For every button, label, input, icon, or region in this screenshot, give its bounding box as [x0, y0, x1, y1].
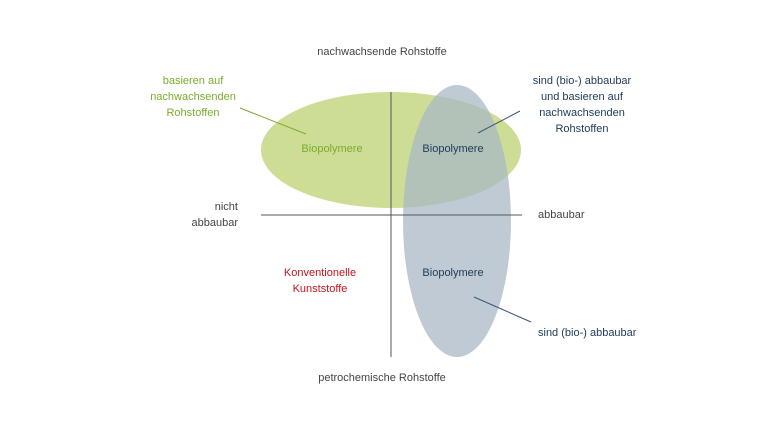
navy-top-callout-line4: Rohstoffen: [555, 123, 609, 135]
axis-label-left-line2: abbaubar: [191, 217, 239, 229]
navy-bottom-callout: sind (bio-) abbaubar: [538, 327, 637, 339]
axis-label-bottom: petrochemische Rohstoffe: [318, 372, 446, 384]
blue-ellipse-label: Biopolymere: [422, 267, 484, 279]
conventional-plastics-label: Konventionelle Kunststoffe: [265, 265, 375, 297]
green-callout: basieren auf nachwachsenden Rohstoffen: [143, 73, 243, 121]
axis-label-left-line1: nicht: [214, 201, 238, 213]
axis-label-right: abbaubar: [538, 209, 585, 221]
axis-label-top: nachwachsende Rohstoffe: [317, 46, 447, 58]
blue-ellipse: [403, 85, 511, 357]
green-ellipse-label: Biopolymere: [301, 143, 363, 155]
overlap-ellipse-label: Biopolymere: [422, 143, 484, 155]
conventional-plastics-line1: Konventionelle: [283, 267, 357, 279]
green-callout-line1: basieren auf: [162, 75, 224, 87]
navy-bottom-callout-line: [473, 296, 532, 323]
navy-top-callout-line1: sind (bio-) abbaubar: [532, 75, 632, 87]
navy-top-callout-line: [477, 110, 521, 134]
navy-top-callout-line2: und basieren auf: [541, 91, 623, 103]
navy-top-callout-line3: nachwachsenden: [539, 107, 625, 119]
conventional-plastics-line2: Kunststoffe: [292, 283, 348, 295]
green-callout-line2: nachwachsenden: [150, 91, 236, 103]
axis-label-left: nicht abbaubar: [170, 199, 239, 231]
navy-top-callout: sind (bio-) abbaubar und basieren auf na…: [522, 73, 642, 137]
green-callout-line: [239, 107, 307, 135]
green-callout-line3: Rohstoffen: [166, 107, 220, 119]
